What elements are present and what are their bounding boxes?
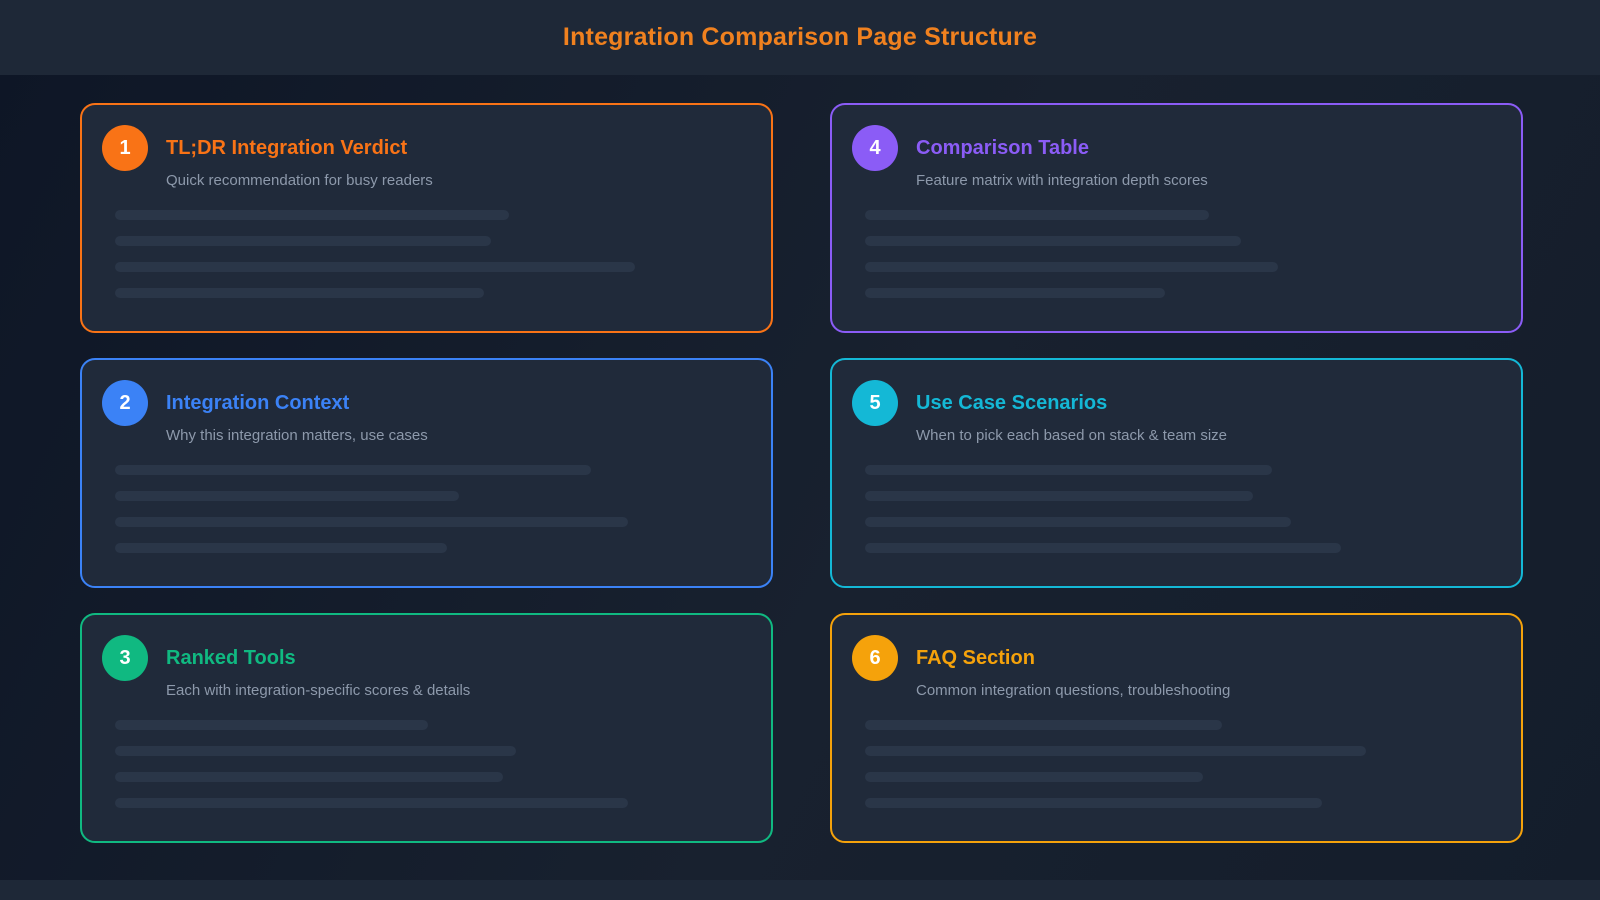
card-header-text: TL;DR Integration Verdict Quick recommen… — [166, 125, 433, 191]
skeleton-bar — [865, 210, 1210, 220]
card-header-text: Comparison Table Feature matrix with int… — [916, 125, 1208, 191]
skeleton-bar — [865, 772, 1204, 782]
step-number-badge: 3 — [102, 635, 148, 681]
skeleton-bar — [865, 491, 1254, 501]
step-number-badge: 5 — [852, 380, 898, 426]
skeleton-bar — [115, 210, 510, 220]
skeleton-placeholder-lines — [865, 720, 1491, 808]
skeleton-bar — [115, 262, 635, 272]
skeleton-bar — [115, 236, 491, 246]
skeleton-bar — [865, 746, 1366, 756]
skeleton-bar — [115, 720, 428, 730]
card-subtitle: When to pick each based on stack & team … — [916, 427, 1227, 444]
skeleton-placeholder-lines — [115, 720, 741, 808]
card-ranked-tools: 3 Ranked Tools Each with integration-spe… — [80, 613, 773, 843]
skeleton-bar — [115, 517, 629, 527]
step-number-badge: 4 — [852, 125, 898, 171]
skeleton-bar — [115, 746, 516, 756]
card-integration-context: 2 Integration Context Why this integrati… — [80, 358, 773, 588]
card-title: FAQ Section — [916, 647, 1035, 669]
skeleton-bar — [865, 236, 1241, 246]
card-use-case-scenarios: 5 Use Case Scenarios When to pick each b… — [830, 358, 1523, 588]
card-header: 6 FAQ Section Common integration questio… — [852, 635, 1491, 701]
page-header: Integration Comparison Page Structure — [0, 0, 1600, 75]
skeleton-bar — [115, 798, 629, 808]
card-tldr-integration-verdict: 1 TL;DR Integration Verdict Quick recomm… — [80, 103, 773, 333]
skeleton-bar — [115, 465, 591, 475]
step-number-badge: 6 — [852, 635, 898, 681]
skeleton-bar — [865, 517, 1291, 527]
card-header: 3 Ranked Tools Each with integration-spe… — [102, 635, 741, 701]
page-title: Integration Comparison Page Structure — [562, 23, 1038, 51]
skeleton-bar — [115, 543, 447, 553]
card-header-text: Ranked Tools Each with integration-speci… — [166, 635, 470, 701]
card-title: Comparison Table — [916, 137, 1089, 159]
card-title: TL;DR Integration Verdict — [166, 137, 408, 159]
skeleton-bar — [115, 772, 504, 782]
skeleton-placeholder-lines — [115, 210, 741, 298]
skeleton-bar — [865, 543, 1341, 553]
card-header-text: Integration Context Why this integration… — [166, 380, 428, 446]
card-subtitle: Common integration questions, troublesho… — [916, 682, 1231, 699]
card-title: Integration Context — [166, 392, 350, 414]
skeleton-placeholder-lines — [865, 210, 1491, 298]
skeleton-bar — [865, 288, 1166, 298]
cards-grid: 1 TL;DR Integration Verdict Quick recomm… — [0, 75, 1600, 843]
footer-bar — [0, 880, 1600, 900]
skeleton-placeholder-lines — [115, 465, 741, 553]
card-header-text: FAQ Section Common integration questions… — [916, 635, 1230, 701]
card-subtitle: Why this integration matters, use cases — [166, 427, 428, 444]
card-faq-section: 6 FAQ Section Common integration questio… — [830, 613, 1523, 843]
card-header-text: Use Case Scenarios When to pick each bas… — [916, 380, 1227, 446]
skeleton-bar — [865, 465, 1272, 475]
step-number-badge: 2 — [102, 380, 148, 426]
skeleton-bar — [865, 720, 1222, 730]
card-comparison-table: 4 Comparison Table Feature matrix with i… — [830, 103, 1523, 333]
card-header: 5 Use Case Scenarios When to pick each b… — [852, 380, 1491, 446]
skeleton-bar — [115, 288, 485, 298]
skeleton-bar — [115, 491, 460, 501]
card-header: 2 Integration Context Why this integrati… — [102, 380, 741, 446]
card-subtitle: Each with integration-specific scores & … — [166, 682, 471, 699]
step-number-badge: 1 — [102, 125, 148, 171]
card-title: Use Case Scenarios — [916, 392, 1108, 414]
card-header: 4 Comparison Table Feature matrix with i… — [852, 125, 1491, 191]
skeleton-placeholder-lines — [865, 465, 1491, 553]
card-subtitle: Feature matrix with integration depth sc… — [916, 172, 1208, 189]
card-subtitle: Quick recommendation for busy readers — [166, 172, 433, 189]
card-title: Ranked Tools — [166, 647, 296, 669]
skeleton-bar — [865, 798, 1322, 808]
skeleton-bar — [865, 262, 1279, 272]
card-header: 1 TL;DR Integration Verdict Quick recomm… — [102, 125, 741, 191]
